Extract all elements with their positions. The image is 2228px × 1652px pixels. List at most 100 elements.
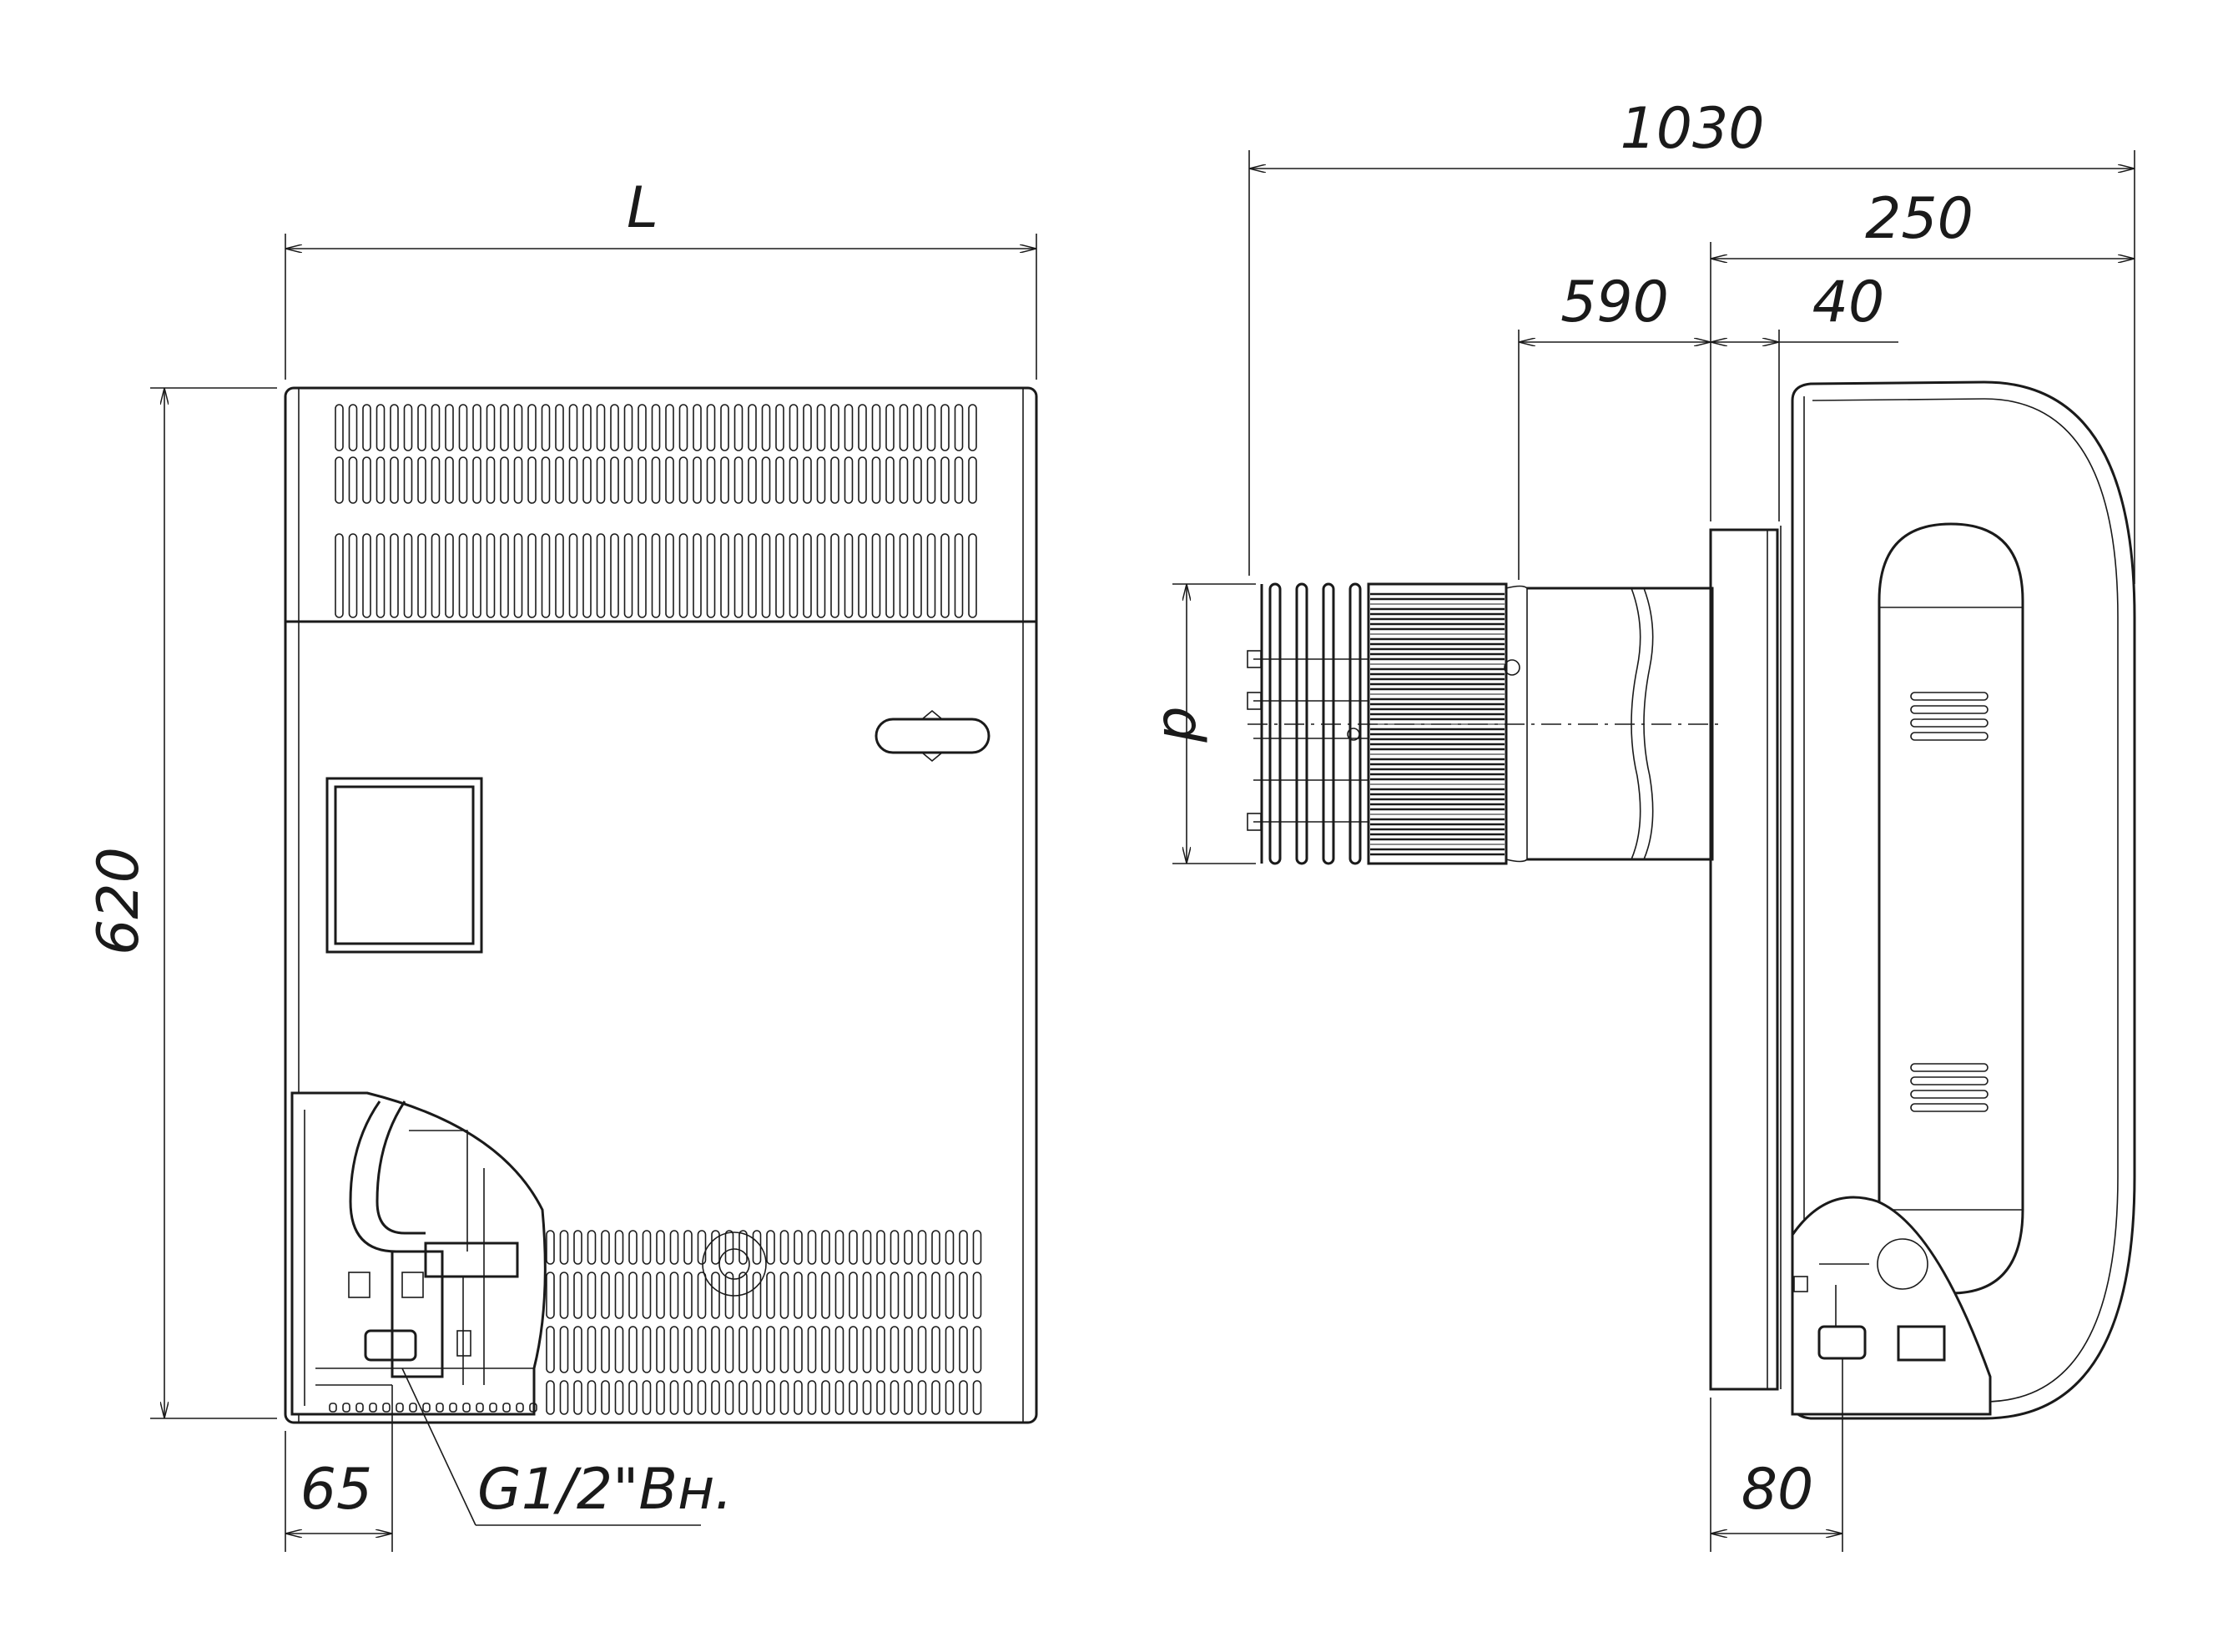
vent-slot	[390, 404, 399, 451]
vent-slot	[573, 1272, 582, 1319]
vent-slot	[669, 1230, 679, 1265]
vent-slot	[376, 533, 386, 618]
vent-slot	[431, 404, 441, 451]
vent-slot	[803, 404, 812, 451]
vent-slot	[761, 404, 771, 451]
vent-slot	[513, 533, 523, 618]
vent-slot	[904, 1326, 913, 1373]
vent-slot	[904, 1380, 913, 1415]
vent-slot	[821, 1380, 830, 1415]
vent-slot	[711, 1380, 720, 1415]
cutaway-section	[290, 1091, 767, 1416]
vent-slot	[614, 1230, 624, 1265]
vent-slot	[335, 456, 344, 504]
vent-slot	[871, 456, 881, 504]
bottom-slot	[422, 1403, 431, 1413]
vent-slot	[807, 1380, 817, 1415]
vent-slot	[638, 456, 647, 504]
vent-slot	[568, 533, 578, 618]
vent-slot	[844, 533, 854, 618]
dimension-d: d	[1150, 583, 1256, 864]
dimension-80-label: 80	[1742, 1457, 1814, 1523]
vent-slot	[642, 1230, 652, 1265]
vent-slot	[656, 1230, 665, 1265]
vent-slot	[500, 404, 509, 451]
side-slot	[1910, 1103, 1989, 1112]
vent-slot	[417, 533, 426, 618]
vent-slot	[926, 533, 936, 618]
bottom-slot	[476, 1403, 484, 1413]
vent-slot	[513, 456, 523, 504]
vent-slot	[610, 533, 619, 618]
vent-slot	[431, 533, 441, 618]
vent-slot	[587, 1380, 597, 1415]
vent-slot	[500, 456, 509, 504]
vent-slot	[775, 456, 784, 504]
vent-slot	[614, 1326, 624, 1373]
bottom-slot	[409, 1403, 417, 1413]
vent-slot	[890, 1326, 900, 1373]
bottom-slot	[396, 1403, 404, 1413]
vent-slot	[669, 1380, 679, 1415]
vent-slot	[945, 1326, 955, 1373]
vent-slot	[876, 1230, 885, 1265]
top-grille	[335, 404, 977, 618]
bottom-slot	[489, 1403, 497, 1413]
vent-slot	[614, 1380, 624, 1415]
vent-slot	[614, 1272, 624, 1319]
vent-slot	[913, 533, 922, 618]
vent-slot	[665, 404, 674, 451]
vent-slot	[656, 1326, 665, 1373]
vent-slot	[541, 404, 551, 451]
vent-slot	[821, 1272, 830, 1319]
vent-slot	[862, 1230, 872, 1265]
vent-slot	[748, 533, 757, 618]
vent-slot	[348, 533, 358, 618]
vent-slot	[816, 456, 826, 504]
vent-slot	[807, 1272, 817, 1319]
vent-slot	[362, 404, 371, 451]
vent-slot	[834, 1380, 844, 1415]
vent-slot	[720, 456, 729, 504]
vent-slot	[871, 533, 881, 618]
vent-slot	[431, 456, 441, 504]
vent-slot	[931, 1230, 940, 1265]
vent-slot	[335, 404, 344, 451]
bottom-slot	[436, 1403, 444, 1413]
vent-slot	[945, 1272, 955, 1319]
vent-slot	[794, 1326, 803, 1373]
vent-slot	[546, 1272, 555, 1319]
dimension-40-label: 40	[1812, 269, 1885, 335]
vent-slot	[733, 456, 744, 504]
vent-slot	[403, 533, 413, 618]
vent-slot	[601, 1272, 610, 1319]
vent-slot	[403, 456, 413, 504]
vent-slot	[445, 533, 454, 618]
vent-slot	[582, 404, 592, 451]
vent-slot	[968, 456, 977, 504]
bottom-slot	[355, 1403, 364, 1413]
vent-slot	[890, 1380, 900, 1415]
vent-slot	[651, 456, 661, 504]
vent-slot	[954, 456, 964, 504]
vent-slot	[816, 533, 826, 618]
dimension-40: 40	[1711, 269, 1898, 521]
vent-slot	[472, 404, 481, 451]
vent-slot	[789, 456, 799, 504]
vent-slot	[458, 456, 468, 504]
vent-slot	[683, 1272, 693, 1319]
vent-slot	[697, 1326, 707, 1373]
vent-slot	[665, 456, 674, 504]
side-slot	[1910, 1063, 1989, 1072]
side-slot	[1910, 705, 1989, 714]
vent-slot	[568, 456, 578, 504]
vent-slot	[546, 1230, 555, 1265]
vent-slot	[748, 456, 757, 504]
vent-slot	[794, 1272, 803, 1319]
vent-slot	[546, 1380, 555, 1415]
vent-slot	[678, 456, 688, 504]
vent-slot	[596, 456, 606, 504]
bottom-rivets	[329, 1403, 537, 1413]
vent-slot	[623, 456, 633, 504]
vent-slot	[555, 456, 564, 504]
